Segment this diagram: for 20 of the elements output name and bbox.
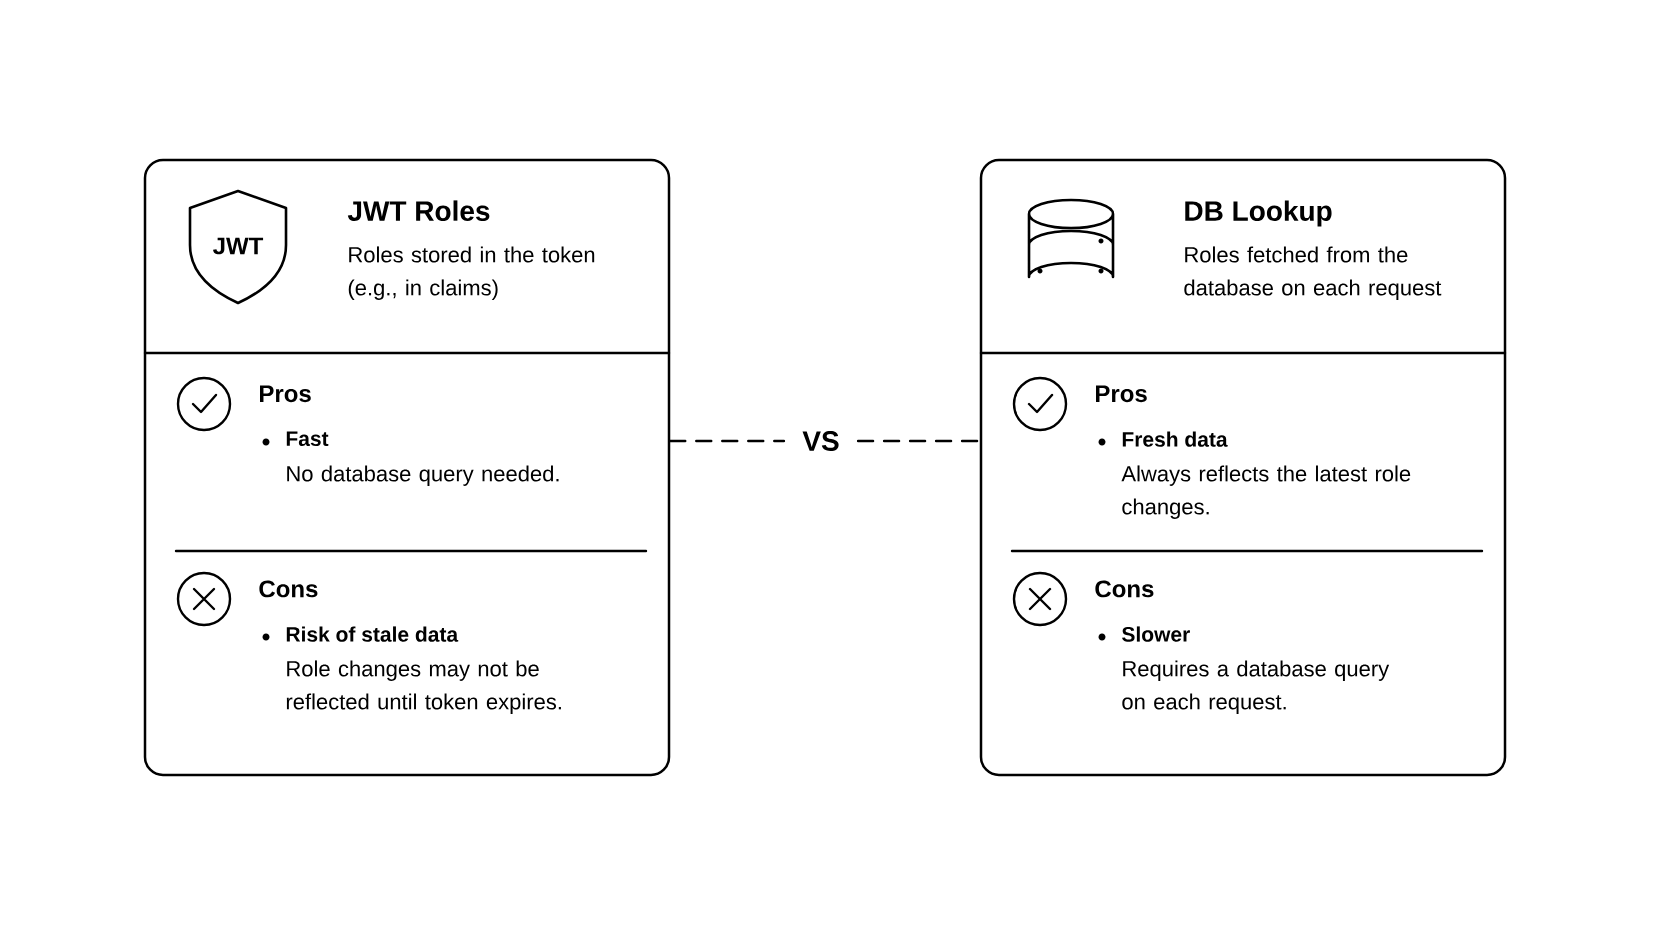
bullet-description: Requires a database query on each request. [1122, 660, 1390, 714]
bullet-title: Fresh data [1122, 431, 1228, 447]
section-heading: Cons [259, 580, 318, 598]
bullet-description: No database query needed. [287, 465, 559, 486]
bullet-title: Risk of stale data [286, 626, 459, 642]
vs-label: VS [802, 431, 839, 451]
card-title: JWT Roles [347, 200, 490, 221]
connector-line [669, 439, 786, 443]
connector-line [856, 439, 981, 443]
card-title: DB Lookup [1185, 200, 1332, 227]
card-description: Roles stored in the token (e.g., in claims) [348, 246, 595, 300]
section-heading: Cons [1095, 580, 1154, 598]
bullet-title: Slower [1122, 626, 1190, 642]
bullet-description: Always reflects the latest role changes. [1121, 465, 1411, 519]
bullet-title: Fast [286, 431, 329, 447]
section-heading: Pros [1096, 385, 1147, 403]
card-description: Roles fetched from the database on each request [1184, 246, 1442, 300]
section-heading: Pros [260, 385, 311, 403]
icon-label: JWT [213, 237, 264, 255]
bullet-description: Role changes may not be reflected until token expires. [286, 660, 561, 714]
